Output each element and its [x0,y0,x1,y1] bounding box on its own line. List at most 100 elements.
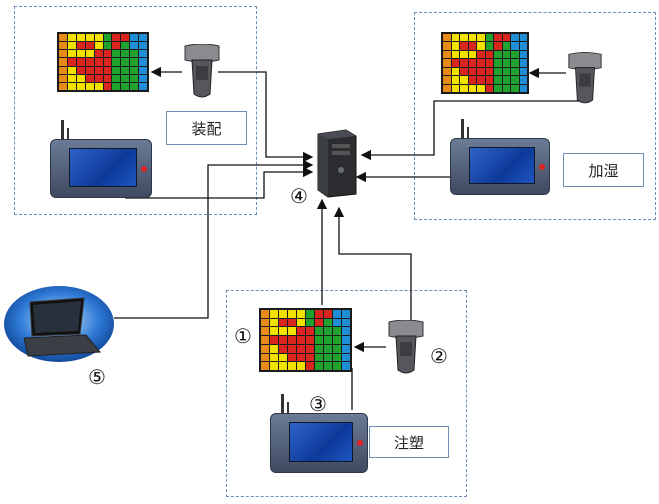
led-cell [460,84,468,92]
led-cell [297,318,305,327]
led-cell [279,353,287,362]
led-cell [477,59,485,67]
led-cell [121,34,130,42]
led-cell [342,344,350,353]
led-cell [59,82,67,90]
led-cell [297,336,305,344]
marker-3: ③ [309,392,327,416]
led-cell [103,82,112,90]
led-cell [59,74,67,82]
led-cell [485,50,493,59]
led-cell [324,310,332,318]
led-cell [443,76,451,84]
led-cell [67,82,76,90]
led-cell [270,362,278,370]
led-cell [451,50,459,59]
led-cell [112,58,121,66]
led-cell [324,353,332,362]
marker-4: ④ [290,184,308,208]
led-cell [59,66,67,74]
led-cell [468,67,476,76]
led-cell [477,84,485,92]
led-cell [103,34,112,42]
led-cell [511,84,519,92]
led-cell [477,42,485,50]
led-cell [306,362,314,370]
led-cell [270,327,278,336]
led-cell [511,42,519,50]
zone-label-injection: 注塑 [369,426,449,458]
led-cell [306,336,314,344]
led-cell [85,50,94,58]
led-cell [139,42,147,50]
led-cell [288,310,296,318]
led-cell [485,84,493,92]
rfid-reader-icon [184,44,220,98]
led-cell [468,34,476,42]
led-cell [139,34,147,42]
led-cell [94,42,103,50]
led-cell [261,362,269,370]
led-cell [103,50,112,58]
led-cell [477,67,485,76]
led-cell [103,74,112,82]
led-cell [270,353,278,362]
status-board-injection [259,308,352,372]
led-cell [342,353,350,362]
status-board-assembly [57,32,149,92]
zone-injection [226,290,467,497]
led-cell [76,58,85,66]
led-cell [76,66,85,74]
led-cell [279,327,287,336]
led-cell [306,327,314,336]
led-cell [494,50,502,59]
led-cell [443,34,451,42]
led-cell [297,310,305,318]
led-cell [519,84,527,92]
led-cell [460,50,468,59]
led-cell [468,84,476,92]
led-cell [451,59,459,67]
led-cell [59,42,67,50]
led-cell [324,362,332,370]
led-cell [333,318,341,327]
led-cell [494,42,502,50]
led-cell [297,344,305,353]
led-cell [130,58,139,66]
led-cell [103,58,112,66]
led-cell [94,50,103,58]
led-cell [443,84,451,92]
led-cell [315,310,323,318]
led-cell [519,76,527,84]
led-cell [519,50,527,59]
led-cell [76,50,85,58]
laptop-icon [4,286,114,362]
led-cell [324,327,332,336]
led-cell [121,42,130,50]
led-cell [279,336,287,344]
led-cell [112,74,121,82]
led-cell [306,353,314,362]
server-tower-icon [317,129,357,198]
led-cell [130,66,139,74]
led-cell [494,34,502,42]
led-cell [324,344,332,353]
led-cell [333,353,341,362]
led-cell [261,344,269,353]
led-cell [460,67,468,76]
led-cell [139,66,147,74]
led-cell [288,353,296,362]
led-cell [59,50,67,58]
led-cell [288,318,296,327]
led-cell [112,42,121,50]
status-board-humidify [441,32,529,94]
led-cell [85,58,94,66]
led-cell [502,84,510,92]
led-cell [502,42,510,50]
led-cell [279,362,287,370]
led-cell [460,59,468,67]
led-cell [306,344,314,353]
led-cell [342,336,350,344]
led-cell [121,58,130,66]
